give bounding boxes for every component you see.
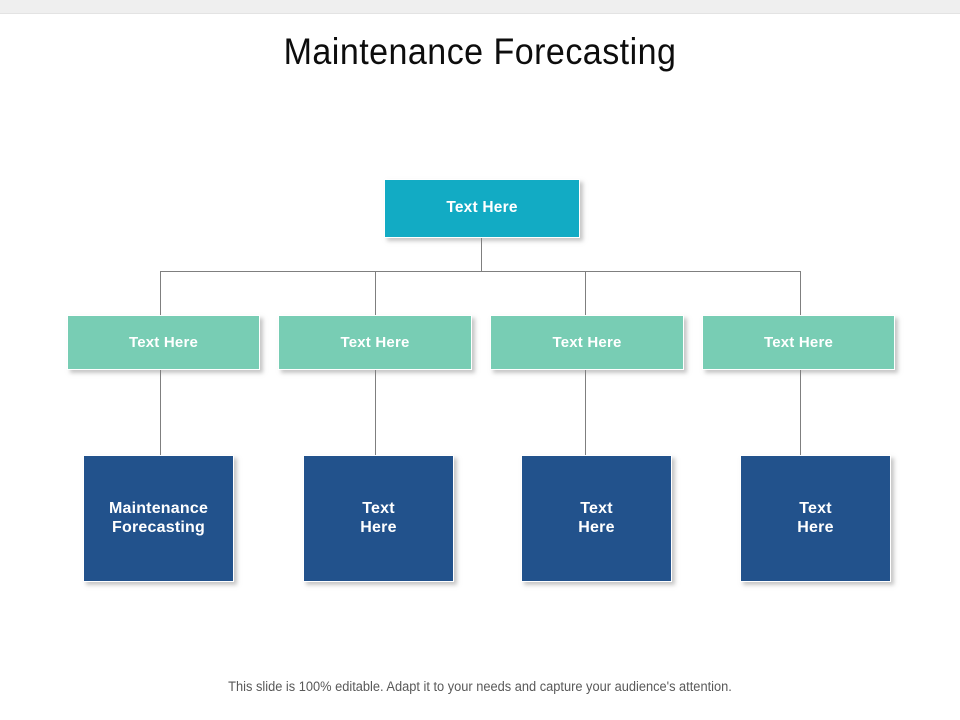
node-mid-4[interactable]: Text Here bbox=[702, 315, 895, 370]
node-leaf-1[interactable]: Maintenance Forecasting bbox=[83, 455, 234, 582]
connector-mid-to-leaf-1 bbox=[160, 370, 161, 456]
node-root[interactable]: Text Here bbox=[384, 179, 580, 238]
node-mid-1[interactable]: Text Here bbox=[67, 315, 260, 370]
connector-bus-to-mid-2 bbox=[375, 271, 376, 315]
connector-bus-to-mid-3 bbox=[585, 271, 586, 315]
node-mid-3[interactable]: Text Here bbox=[490, 315, 684, 370]
connector-mid-to-leaf-2 bbox=[375, 370, 376, 456]
connector-root-stem bbox=[481, 238, 482, 272]
node-leaf-3[interactable]: Text Here bbox=[521, 455, 672, 582]
connector-bus-to-mid-4 bbox=[800, 271, 801, 315]
top-chrome-bar bbox=[0, 0, 960, 14]
connector-bus-to-mid-1 bbox=[160, 271, 161, 315]
node-leaf-4[interactable]: Text Here bbox=[740, 455, 891, 582]
connector-horizontal-bus bbox=[160, 271, 801, 272]
connector-mid-to-leaf-3 bbox=[585, 370, 586, 456]
connector-mid-to-leaf-4 bbox=[800, 370, 801, 456]
node-leaf-2[interactable]: Text Here bbox=[303, 455, 454, 582]
footer-note: This slide is 100% editable. Adapt it to… bbox=[228, 679, 732, 694]
node-mid-2[interactable]: Text Here bbox=[278, 315, 472, 370]
page-title: Maintenance Forecasting bbox=[283, 31, 677, 72]
